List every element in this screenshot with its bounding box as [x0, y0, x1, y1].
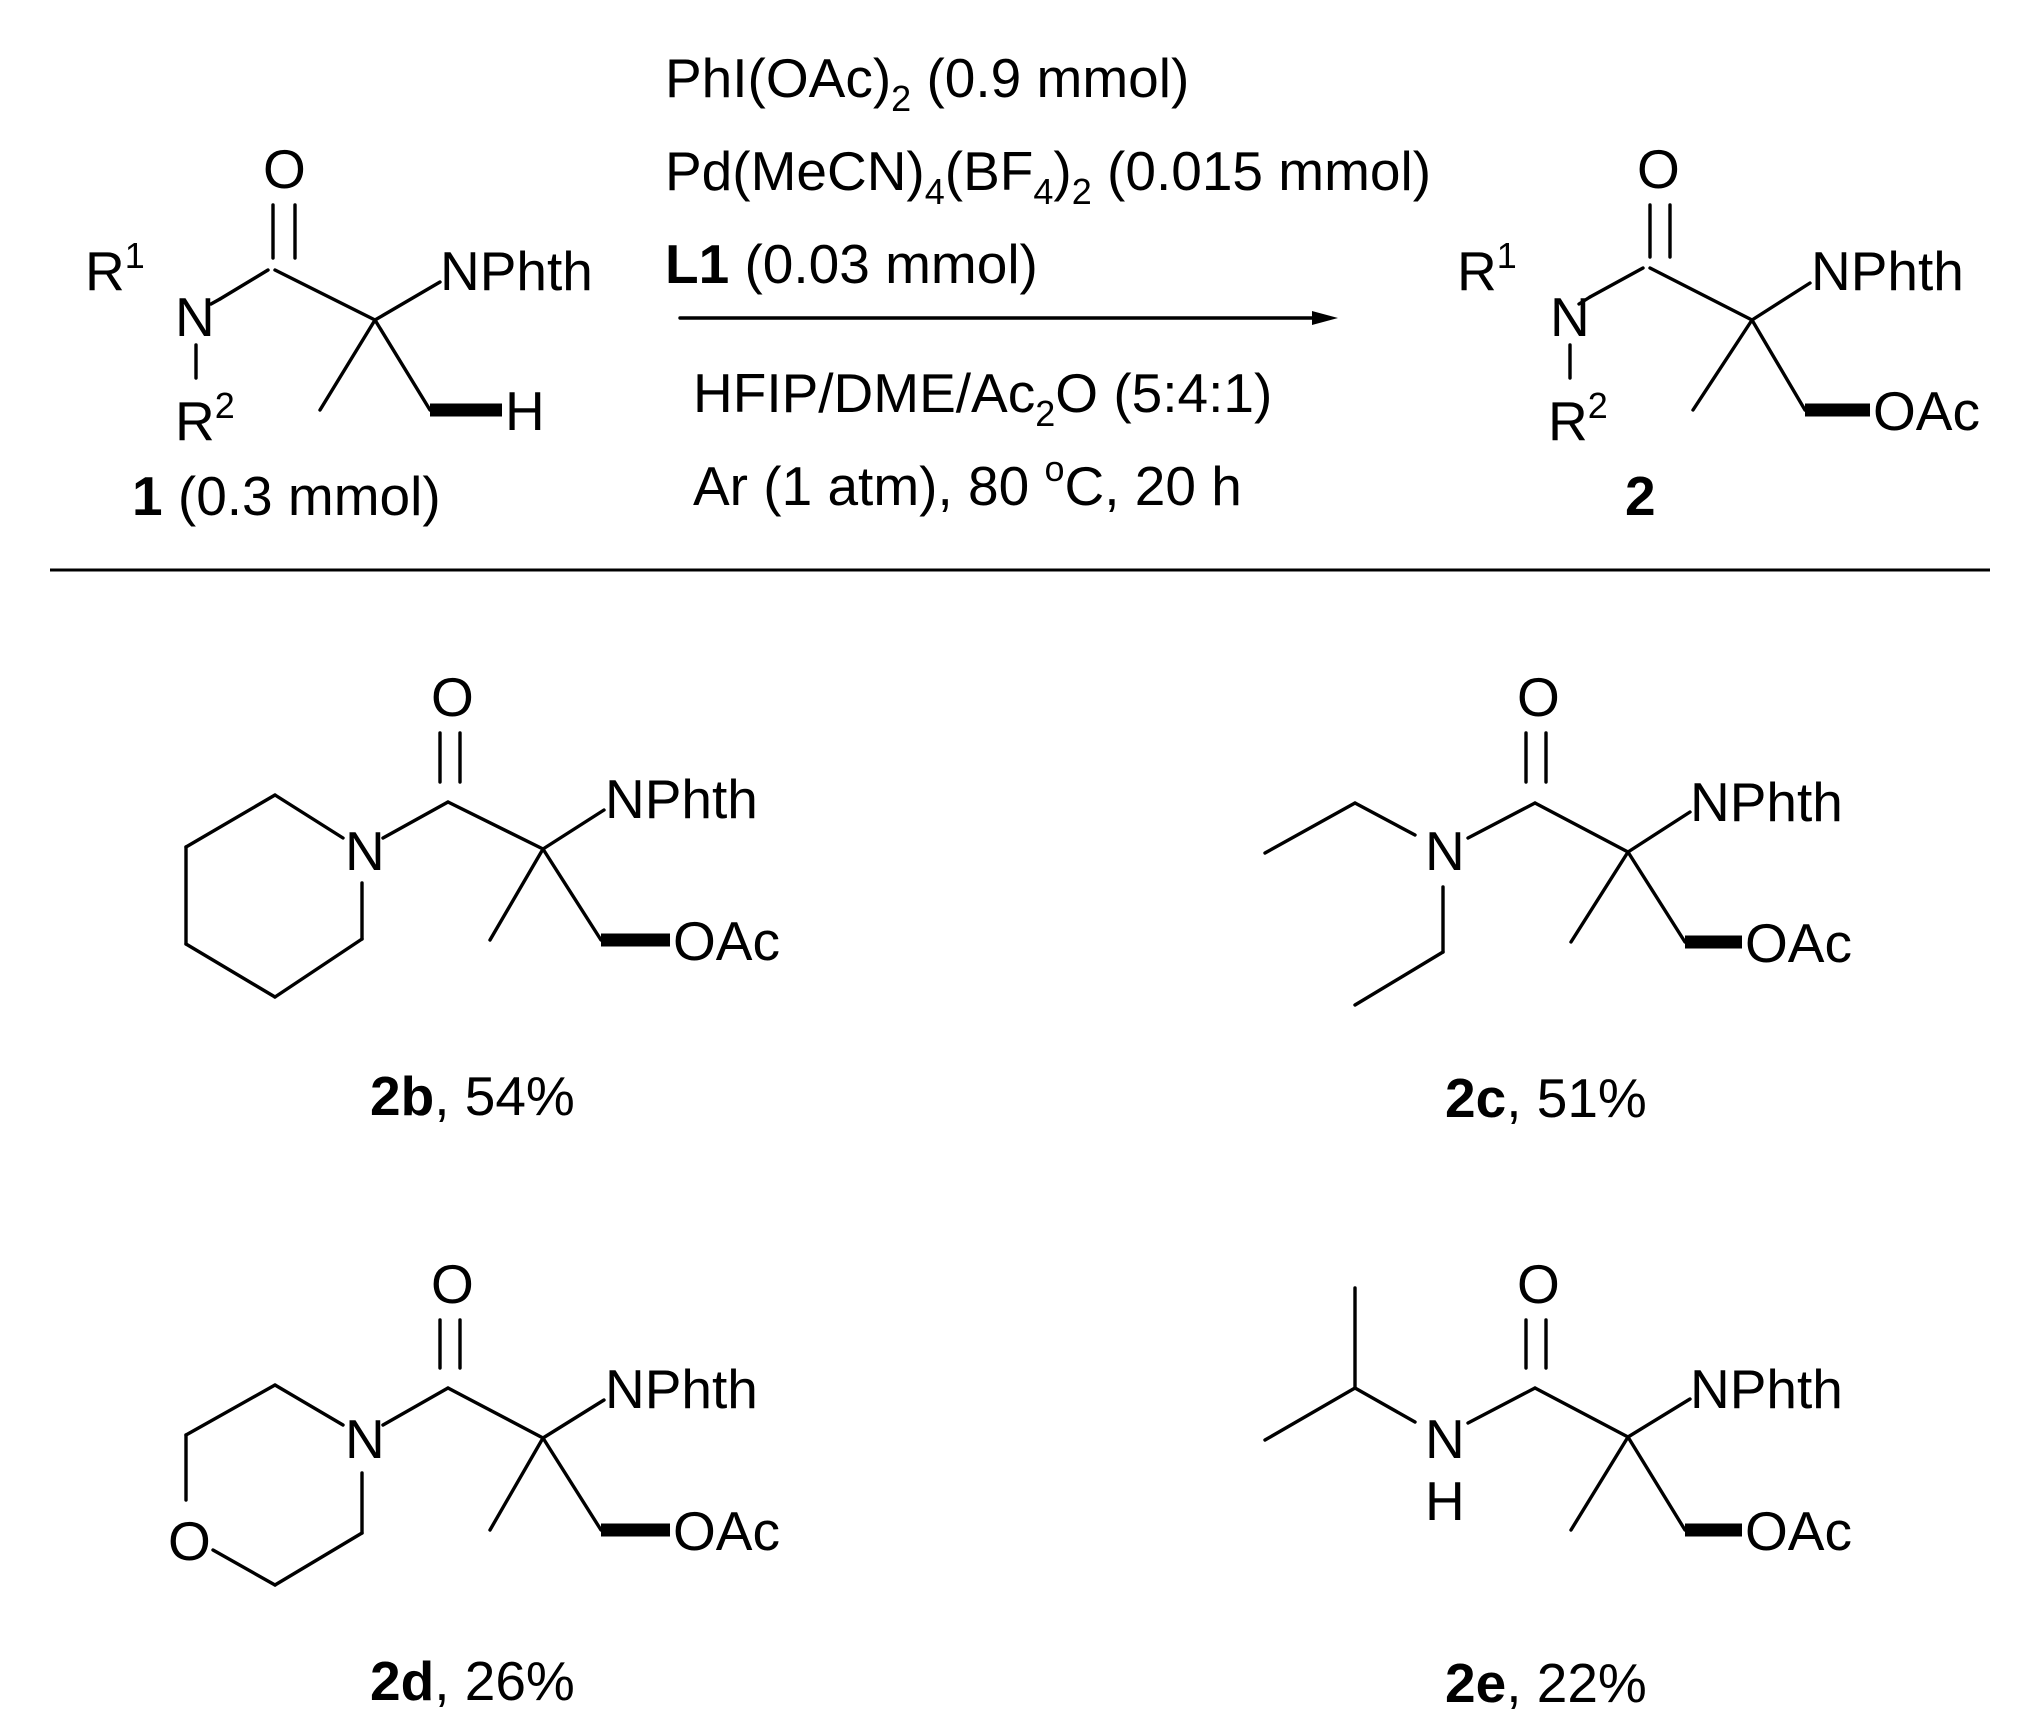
product-r2-group: R2	[1548, 385, 1608, 452]
substrate-carbonyl-oxygen: O	[263, 138, 306, 200]
substrate-amide-nitrogen: N	[175, 286, 215, 348]
condition-catalyst: Pd(MeCN)4(BF4)2 (0.015 mmol)	[665, 140, 1431, 212]
example-2e-caption: 2e, 22%	[1445, 1652, 1647, 1714]
example-2c-nphth-group: NPhth	[1690, 771, 1843, 833]
example-2b-structure	[184, 731, 670, 999]
example-2d-structure	[184, 1318, 670, 1587]
product-oac-group: OAc	[1873, 380, 1980, 442]
example-2b-oac-group: OAc	[673, 910, 780, 972]
example-2c-oac-group: OAc	[1745, 912, 1852, 974]
product-nphth-group: NPhth	[1811, 240, 1964, 302]
substrate-caption: 1 (0.3 mmol)	[132, 465, 441, 527]
substrate-r1-group: R1	[85, 235, 145, 302]
product-caption: 2	[1625, 465, 1656, 527]
substrate-1-structure	[194, 203, 502, 417]
example-2e-carbonyl-oxygen: O	[1517, 1253, 1560, 1315]
product-r1-group: R1	[1457, 235, 1517, 302]
example-2e-nphth-group: NPhth	[1690, 1358, 1843, 1420]
example-2b-caption: 2b, 54%	[370, 1065, 575, 1127]
condition-ligand: L1 (0.03 mmol)	[665, 233, 1038, 295]
example-2e-nitrogen: N	[1425, 1408, 1465, 1470]
example-2b-nphth-group: NPhth	[605, 768, 758, 830]
example-2d-ring-oxygen: O	[168, 1510, 211, 1572]
example-2e-nh-hydrogen: H	[1425, 1470, 1465, 1532]
example-2d-nphth-group: NPhth	[605, 1358, 758, 1420]
substrate-hydrogen: H	[505, 380, 545, 442]
example-2b-nitrogen: N	[345, 820, 385, 882]
condition-atmosphere-temperature-time: Ar (1 atm), 80 oC, 20 h	[693, 448, 1242, 517]
reaction-arrow	[678, 311, 1338, 325]
example-2c-caption: 2c, 51%	[1445, 1067, 1647, 1129]
condition-oxidant: PhI(OAc)2 (0.9 mmol)	[665, 47, 1189, 119]
product-carbonyl-oxygen: O	[1637, 138, 1680, 200]
example-2d-carbonyl-oxygen: O	[431, 1253, 474, 1315]
example-2d-oac-group: OAc	[673, 1500, 780, 1562]
example-2b-carbonyl-oxygen: O	[431, 666, 474, 728]
example-2c-carbonyl-oxygen: O	[1517, 666, 1560, 728]
substrate-nphth-group: NPhth	[440, 240, 593, 302]
substrate-r2-group: R2	[175, 385, 235, 452]
example-2c-structure	[1263, 731, 1742, 1007]
condition-solvent: HFIP/DME/Ac2O (5:4:1)	[693, 362, 1272, 434]
product-amide-nitrogen: N	[1550, 286, 1590, 348]
example-2c-nitrogen: N	[1425, 820, 1465, 882]
product-2-structure	[1568, 203, 1870, 417]
example-2d-nitrogen: N	[345, 1408, 385, 1470]
example-2e-structure	[1263, 1286, 1742, 1537]
example-2e-oac-group: OAc	[1745, 1500, 1852, 1562]
example-2d-caption: 2d, 26%	[370, 1650, 575, 1712]
